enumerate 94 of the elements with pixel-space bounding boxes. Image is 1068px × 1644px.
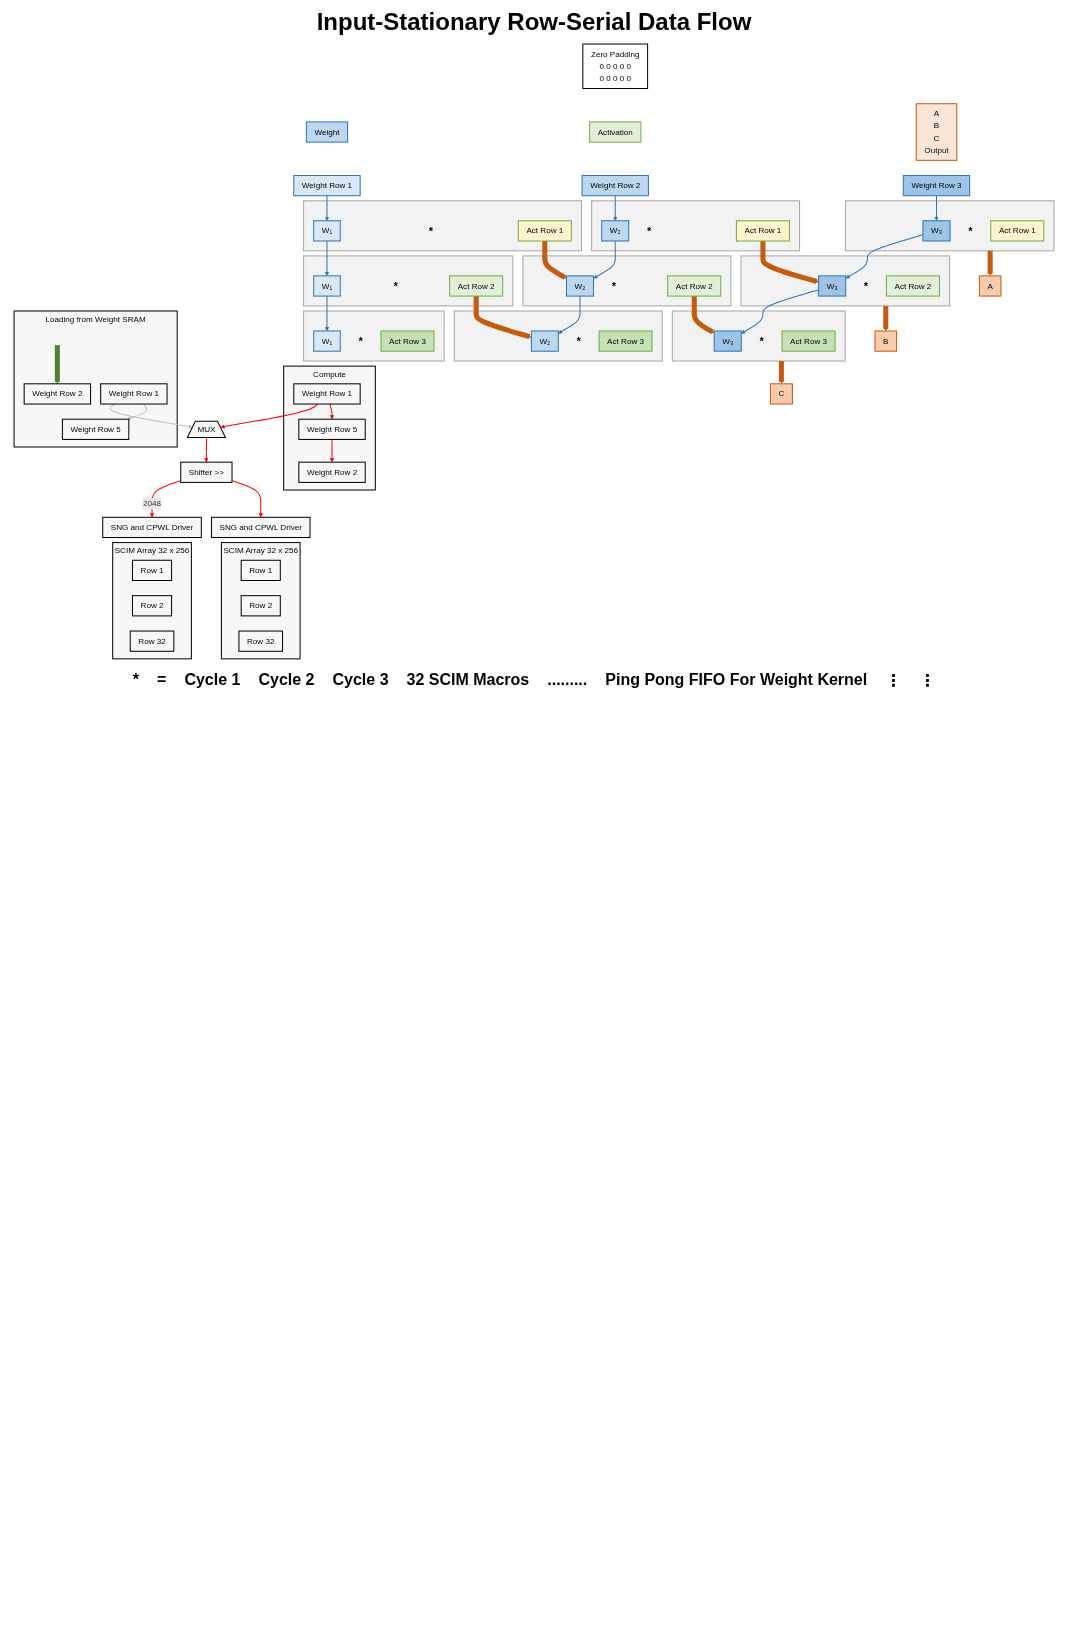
node-box: Act Row 2 [667, 275, 722, 297]
arrow [473, 295, 532, 340]
node-text: * [863, 279, 869, 293]
node-text: * [358, 334, 363, 348]
node-box: Row 2 [131, 595, 173, 617]
node-box: B [874, 330, 898, 352]
node-box: W₃ [713, 330, 742, 352]
arrow [593, 240, 616, 279]
note-text: 32 SCIM Macros [406, 670, 530, 690]
node-box: C [769, 383, 793, 405]
node-box: A [978, 275, 1002, 297]
cluster [522, 255, 732, 307]
cluster [671, 310, 846, 362]
note-text: = [157, 670, 167, 690]
node-box: Weight Row 5 [298, 418, 366, 440]
node-box: Act Row 3 [598, 330, 653, 352]
node-box: Act Row 1 [735, 220, 790, 242]
arrow [204, 437, 209, 463]
node-box: Row 2 [240, 595, 281, 617]
node-box: Act Row 3 [781, 330, 836, 352]
arrow [54, 345, 60, 384]
node-text: * [393, 279, 398, 293]
node-box: Weight Row 2 [298, 461, 366, 483]
cluster [453, 310, 663, 362]
cluster [740, 255, 951, 307]
arrow [778, 359, 784, 384]
node-box: Weight Row 1 [293, 175, 361, 197]
node-box: A B C Output [915, 103, 958, 161]
node-text: * [611, 279, 617, 293]
arrow [329, 438, 335, 463]
node-text: * [968, 224, 973, 238]
note-text: Cycle 1 [184, 670, 241, 690]
node-box: W₁ [313, 330, 341, 352]
node-box: Weight Row 3 [902, 175, 971, 197]
node-box: Act Row 2 [885, 275, 940, 297]
node-box: W₃ [922, 220, 951, 242]
node-box: SNG and CPWL Driver [210, 516, 311, 539]
note-text: ⋮ [885, 670, 902, 690]
arrow [558, 295, 581, 334]
arrow [324, 240, 330, 277]
arrow [760, 240, 819, 284]
node-box: Act Row 3 [380, 330, 435, 352]
cluster [844, 200, 1055, 252]
node-box: Row 1 [240, 559, 281, 581]
node-box: SNG and CPWL Driver [102, 516, 202, 539]
node-text: * [646, 224, 652, 238]
node-box: Zero Padding 0 0 0 0 0 0 0 0 0 0 [582, 43, 649, 90]
node-text: * [576, 334, 581, 348]
arrow [126, 403, 148, 421]
arrow [149, 480, 182, 518]
node-box: Shifter >> [180, 461, 233, 483]
node-box: W₂ [530, 330, 559, 352]
arrow [934, 195, 939, 221]
node-box: W₁ [313, 220, 341, 242]
cluster [591, 200, 801, 252]
node-box: W₃ [818, 275, 847, 297]
note-text: * [132, 670, 140, 690]
arrow [613, 195, 618, 221]
arrow [324, 195, 330, 221]
note-text: Cycle 2 [258, 670, 315, 690]
arrow [691, 295, 715, 335]
node-box: Row 1 [131, 559, 173, 581]
node-text: * [428, 224, 434, 238]
note-text: Cycle 3 [332, 670, 389, 690]
note-text: ⋮ [919, 670, 936, 690]
arrow [987, 249, 993, 277]
edge-label: 2048 [143, 499, 162, 508]
cluster [303, 200, 582, 252]
arrow [883, 304, 889, 332]
node-box: Weight Row 2 [23, 383, 92, 405]
node-box: Act Row 2 [449, 275, 504, 297]
node-box: Weight Row 1 [100, 383, 168, 405]
cluster [303, 255, 514, 307]
node-box: Act Row 1 [517, 220, 572, 242]
node-box: Row 32 [238, 630, 284, 652]
note-text: ......... [547, 670, 588, 690]
node-box: Activation [589, 121, 642, 143]
arrow [324, 295, 330, 332]
node-box: Row 32 [129, 630, 175, 652]
node-text: * [759, 334, 764, 348]
node-box: W₂ [601, 220, 630, 242]
node-box: Weight Row 1 [293, 383, 361, 405]
node-box: Weight Row 5 [61, 418, 130, 440]
node-box: Weight Row 2 [581, 175, 649, 197]
node-box: Act Row 1 [990, 220, 1045, 242]
arrow [109, 403, 193, 429]
arrow [220, 403, 318, 429]
arrow [542, 240, 567, 280]
node-box: W₂ [566, 275, 594, 297]
node-box: W₁ [313, 275, 341, 297]
node-box: Weight [305, 121, 349, 143]
cluster [303, 310, 445, 362]
note-text: Ping Pong FIFO For Weight Kernel [605, 670, 868, 690]
diagram-title: Input-Stationary Row-Serial Data Flow [315, 8, 753, 36]
